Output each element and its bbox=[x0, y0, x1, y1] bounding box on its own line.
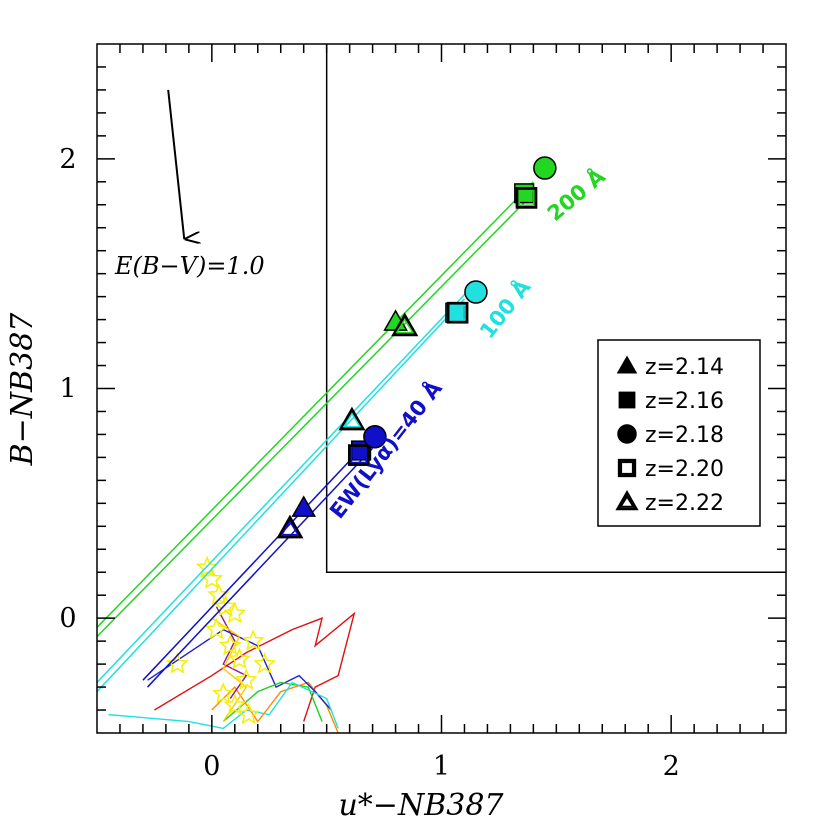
data-point bbox=[338, 406, 366, 431]
legend-entries: z=2.14 z=2.16 z=2.18 z=2.20 z=2.22 bbox=[615, 355, 724, 516]
data-point bbox=[291, 495, 316, 517]
data-point bbox=[464, 280, 488, 304]
star-marker bbox=[234, 668, 258, 690]
reddening-vector: E(B−V)=1.0 bbox=[114, 89, 265, 280]
y-tick-label: 2 bbox=[59, 144, 76, 175]
star-marker bbox=[205, 617, 228, 640]
legend-marker bbox=[617, 424, 637, 444]
reddening-arrow bbox=[167, 89, 184, 239]
data-point-inner bbox=[350, 447, 367, 464]
legend-marker bbox=[617, 458, 637, 478]
tick-labels: 0 1 2 0 1 2 bbox=[59, 144, 679, 782]
ew-lines bbox=[97, 181, 534, 693]
legend-label: z=2.22 bbox=[645, 491, 724, 516]
legend-label: z=2.18 bbox=[645, 423, 724, 448]
x-tick-label: 2 bbox=[663, 751, 680, 782]
ew-line bbox=[146, 447, 374, 688]
legend-marker-inner bbox=[620, 461, 634, 475]
x-axis-title: u*−NB387 bbox=[338, 788, 504, 823]
ew-label: EW(Lyα)=40 Å bbox=[324, 375, 447, 523]
ew-line bbox=[97, 192, 534, 638]
data-points bbox=[276, 156, 557, 539]
y-axis-title: B−NB387 bbox=[5, 312, 40, 467]
data-point-inner bbox=[280, 520, 300, 536]
legend: z=2.14 z=2.16 z=2.18 z=2.20 z=2.22 bbox=[597, 339, 761, 527]
data-point bbox=[363, 424, 387, 449]
data-point bbox=[276, 514, 304, 539]
legend-marker bbox=[616, 355, 638, 374]
star-marker bbox=[195, 555, 219, 578]
ew-line bbox=[97, 289, 470, 683]
stellar-track bbox=[154, 611, 356, 722]
ew-line bbox=[97, 298, 466, 693]
ew-line bbox=[142, 440, 369, 681]
legend-label: z=2.14 bbox=[645, 355, 724, 380]
reddening-label: E(B−V)=1.0 bbox=[114, 252, 265, 280]
data-point-inner bbox=[342, 412, 362, 428]
y-tick-label: 0 bbox=[59, 603, 76, 634]
star-marker bbox=[228, 647, 251, 670]
star-marker bbox=[223, 601, 247, 624]
data-point bbox=[533, 156, 557, 180]
ew-line bbox=[97, 181, 534, 628]
x-tick-label: 0 bbox=[203, 751, 220, 782]
stellar-track bbox=[222, 681, 323, 723]
data-point bbox=[347, 444, 370, 466]
y-tick-label: 1 bbox=[59, 374, 76, 405]
selection-box bbox=[325, 44, 786, 573]
star-marker bbox=[253, 652, 277, 674]
axis-ticks bbox=[97, 44, 786, 733]
star-marker bbox=[211, 682, 235, 704]
star-markers bbox=[166, 555, 277, 725]
data-point-inner bbox=[518, 189, 535, 206]
stellar-tracks bbox=[108, 606, 356, 733]
legend-marker bbox=[615, 489, 639, 511]
legend-marker-inner bbox=[619, 495, 635, 508]
x-tick-label: 1 bbox=[433, 751, 450, 782]
star-marker bbox=[241, 629, 265, 651]
data-point bbox=[391, 312, 419, 337]
plot-area bbox=[97, 44, 786, 733]
star-marker bbox=[237, 702, 260, 725]
stellar-track bbox=[211, 617, 248, 722]
legend-marker bbox=[618, 391, 636, 409]
star-marker bbox=[166, 652, 189, 674]
star-marker bbox=[223, 693, 247, 716]
legend-label: z=2.20 bbox=[645, 457, 724, 482]
data-point bbox=[446, 301, 469, 324]
data-point bbox=[515, 187, 538, 209]
star-marker bbox=[218, 633, 242, 656]
data-point-inner bbox=[395, 318, 415, 334]
selection-boundary bbox=[325, 44, 786, 573]
data-point-inner bbox=[449, 304, 466, 321]
stellar-track bbox=[108, 681, 339, 730]
legend-label: z=2.16 bbox=[645, 389, 724, 414]
